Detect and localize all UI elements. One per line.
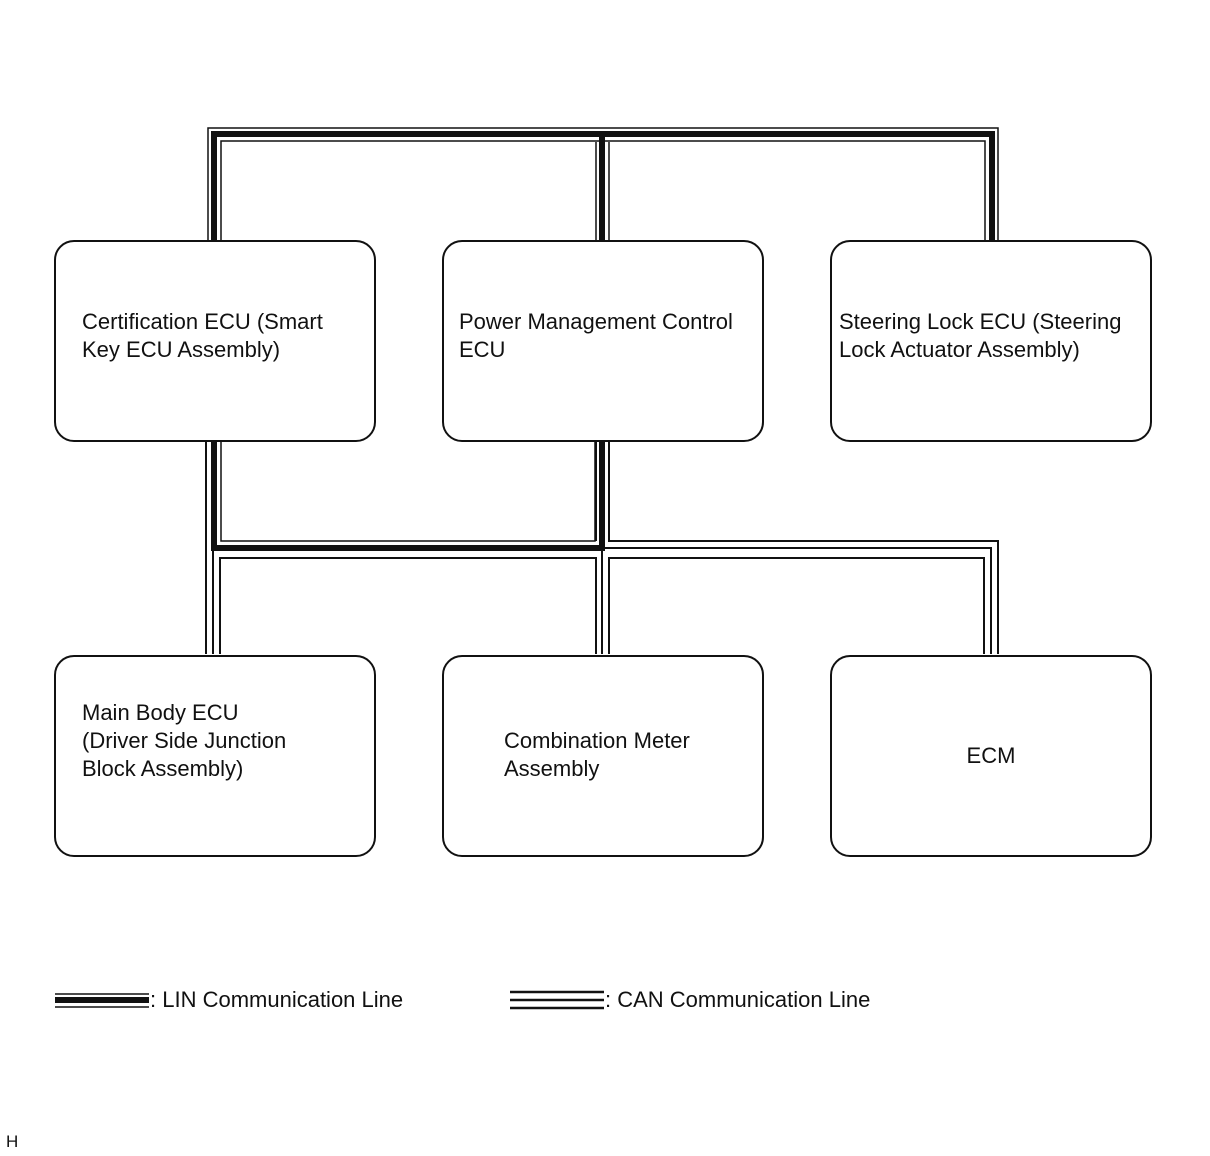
combination-meter-box: Combination Meter Assembly: [442, 655, 764, 857]
ecm-label: ECM: [966, 743, 1016, 768]
main-body-ecu-box: Main Body ECU (Driver Side Junction Bloc…: [54, 655, 376, 857]
main-body-ecu-label: Main Body ECU (Driver Side Junction Bloc…: [82, 700, 287, 781]
power-management-ecu-box: Power Management Control ECU: [442, 240, 764, 442]
lin-line-bottom-left: [211, 442, 605, 551]
certification-ecu-box: Certification ECU (Smart Key ECU Assembl…: [54, 240, 376, 442]
steering-lock-ecu-box: Steering Lock ECU (Steering Lock Actuato…: [830, 240, 1152, 442]
corner-mark: H: [6, 1132, 19, 1151]
steering-lock-ecu-label: Steering Lock ECU (Steering Lock Actuato…: [839, 309, 1122, 362]
legend-can-label: : CAN Communication Line: [605, 987, 871, 1012]
combination-meter-label: Combination Meter Assembly: [504, 728, 690, 781]
legend-can-swatch: [510, 990, 604, 1010]
power-management-ecu-label: Power Management Control ECU: [459, 309, 733, 362]
ecm-box: ECM: [830, 655, 1152, 857]
legend-lin-swatch: [55, 993, 149, 1008]
lin-line-top-middle: [595, 134, 610, 240]
can-line-bus: [205, 442, 999, 654]
legend-lin-label: : LIN Communication Line: [150, 987, 404, 1012]
certification-ecu-label: Certification ECU (Smart Key ECU Assembl…: [82, 309, 323, 362]
